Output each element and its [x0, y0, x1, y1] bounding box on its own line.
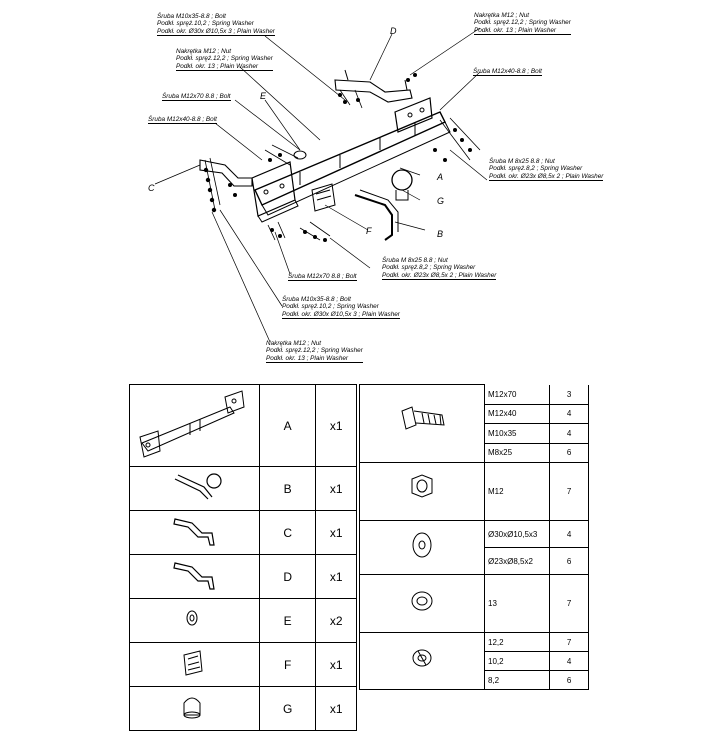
part-letter-f: F [366, 226, 372, 236]
spring-washer-size: 8,2 [483, 670, 551, 690]
part-code: C [258, 510, 317, 555]
hardware-list-table: M12x70 3 M12x40 4 M10x35 4 M8x25 6 [359, 384, 589, 690]
nut-icon [359, 462, 485, 521]
table-row: G x1 [129, 686, 357, 731]
washer-size: Ø30xØ10,5x3 [483, 520, 551, 548]
part-code: B [258, 466, 317, 511]
table-row: B x1 [129, 466, 357, 511]
crossbar-icon [129, 384, 260, 467]
ball-cap-icon [129, 686, 260, 731]
table-row: 10,2 4 [360, 651, 589, 671]
table-row: F x1 [129, 642, 357, 687]
assembly-drawing [154, 27, 488, 343]
washer-size: Ø23xØ8,5x2 [483, 547, 551, 575]
part-code: A [258, 384, 317, 467]
part-code: D [258, 554, 317, 599]
washer-size: 13 [483, 574, 551, 633]
callout-nut-m12-top-right: Nakrętka M12 ; Nut Podkł. spręż.12,2 ; S… [474, 12, 571, 36]
callout-nut-m8-right: Śruba M 8x25 8.8 ; Nut Podkł. spręż.8,2 … [489, 158, 604, 182]
bracket-icon [129, 554, 260, 599]
bolt-qty: 3 [549, 384, 589, 404]
bolt-size: M8x25 [483, 442, 551, 463]
table-row: D x1 [129, 554, 357, 599]
table-row: Ø30xØ10,5x3 4 [359, 520, 589, 575]
spring-washer-qty: 4 [549, 651, 589, 671]
spacer-icon [129, 598, 260, 643]
plain-washer-icon [359, 574, 485, 633]
washer-qty: 4 [549, 520, 589, 548]
plain-washer-icon [359, 520, 485, 575]
spring-washer-size: 10,2 [483, 651, 551, 671]
part-code: E [258, 598, 317, 643]
part-qty: x1 [315, 686, 357, 731]
part-qty: x1 [315, 510, 357, 555]
washer-qty: 7 [549, 574, 589, 633]
table-row: Ø23xØ8,5x2 6 [360, 547, 589, 575]
part-letter-b: B [437, 229, 444, 239]
callout-bolt-m12x40-right: Śruba M12x40-8.8 ; Bolt [473, 68, 542, 77]
nut-qty: 7 [549, 462, 589, 521]
part-qty: x1 [315, 466, 357, 511]
callout-nut-m12-top-left: Nakrętka M12 ; Nut Podkł. spręż.12,2 ; S… [176, 48, 273, 72]
nut-size: M12 [483, 462, 551, 521]
washer-qty: 6 [549, 547, 589, 575]
part-qty: x1 [315, 554, 357, 599]
table-row: 8,2 6 [360, 670, 589, 690]
callout-nut-m8-bottom: Śruba M 8x25 8.8 ; Nut Podkł. spręż.8,2 … [382, 257, 497, 281]
part-letter-g: G [437, 196, 445, 206]
bolt-qty: 4 [549, 423, 589, 443]
part-qty: x1 [315, 642, 357, 687]
table-row: 12,2 7 [359, 632, 589, 690]
table-row: C x1 [129, 510, 357, 555]
towball-icon [129, 466, 260, 511]
spring-washer-icon [359, 632, 485, 690]
bolt-qty: 6 [549, 442, 589, 463]
table-row: E x2 [129, 598, 357, 643]
part-letter-c: C [148, 183, 155, 193]
bolt-size: M10x35 [483, 423, 551, 443]
part-code: G [258, 686, 317, 731]
table-row: M12 7 [359, 462, 589, 521]
spring-washer-qty: 6 [549, 670, 589, 690]
callout-bolt-m12x70-bottom: Śruba M12x70 8.8 ; Bolt [288, 273, 357, 282]
parts-tables: A x1 B x1 [0, 380, 720, 731]
part-qty: x1 [315, 384, 357, 467]
part-qty: x2 [315, 598, 357, 643]
part-code: F [258, 642, 317, 687]
callout-bolt-m10x35-top: Śruba M10x35-8.8 ; Bolt Podkł. spręż.10,… [157, 13, 275, 37]
callout-bolt-m12x40-left: Śruba M12x40-8.8 ; Bolt [148, 116, 217, 125]
table-row: M10x35 4 [360, 423, 589, 443]
bracket-icon [129, 510, 260, 555]
callout-bolt-m10x35-bottom: Śruba M10x35-8.8 ; Bolt Podkł. spręż.10,… [282, 296, 400, 320]
parts-list-table: A x1 B x1 [129, 384, 357, 731]
table-row: M8x25 6 [360, 442, 589, 463]
bolt-size: M12x70 [483, 384, 551, 404]
table-row: M12x40 4 [360, 403, 589, 424]
callout-bolt-m12x70-top: Śruba M12x70 8.8 ; Bolt [162, 93, 231, 102]
spring-washer-qty: 7 [549, 632, 589, 652]
spring-washer-size: 12,2 [483, 632, 551, 652]
bolt-qty: 4 [549, 403, 589, 424]
bolt-size: M12x40 [483, 403, 551, 424]
table-row: 13 7 [359, 574, 589, 633]
exploded-diagram: Śruba M10x35-8.8 ; Bolt Podkł. spręż.10,… [148, 12, 604, 364]
bolt-icon [359, 384, 485, 463]
table-row: A x1 [129, 384, 357, 467]
part-letter-a: A [437, 172, 444, 182]
socket-plate-icon [129, 642, 260, 687]
table-row: M12x70 3 [359, 384, 589, 463]
callout-nut-m12-bottom: Nakrętka M12 ; Nut Podkł. spręż.12,2 ; S… [266, 340, 363, 364]
part-letter-e: E [260, 91, 267, 101]
part-letter-d: D [390, 26, 397, 36]
